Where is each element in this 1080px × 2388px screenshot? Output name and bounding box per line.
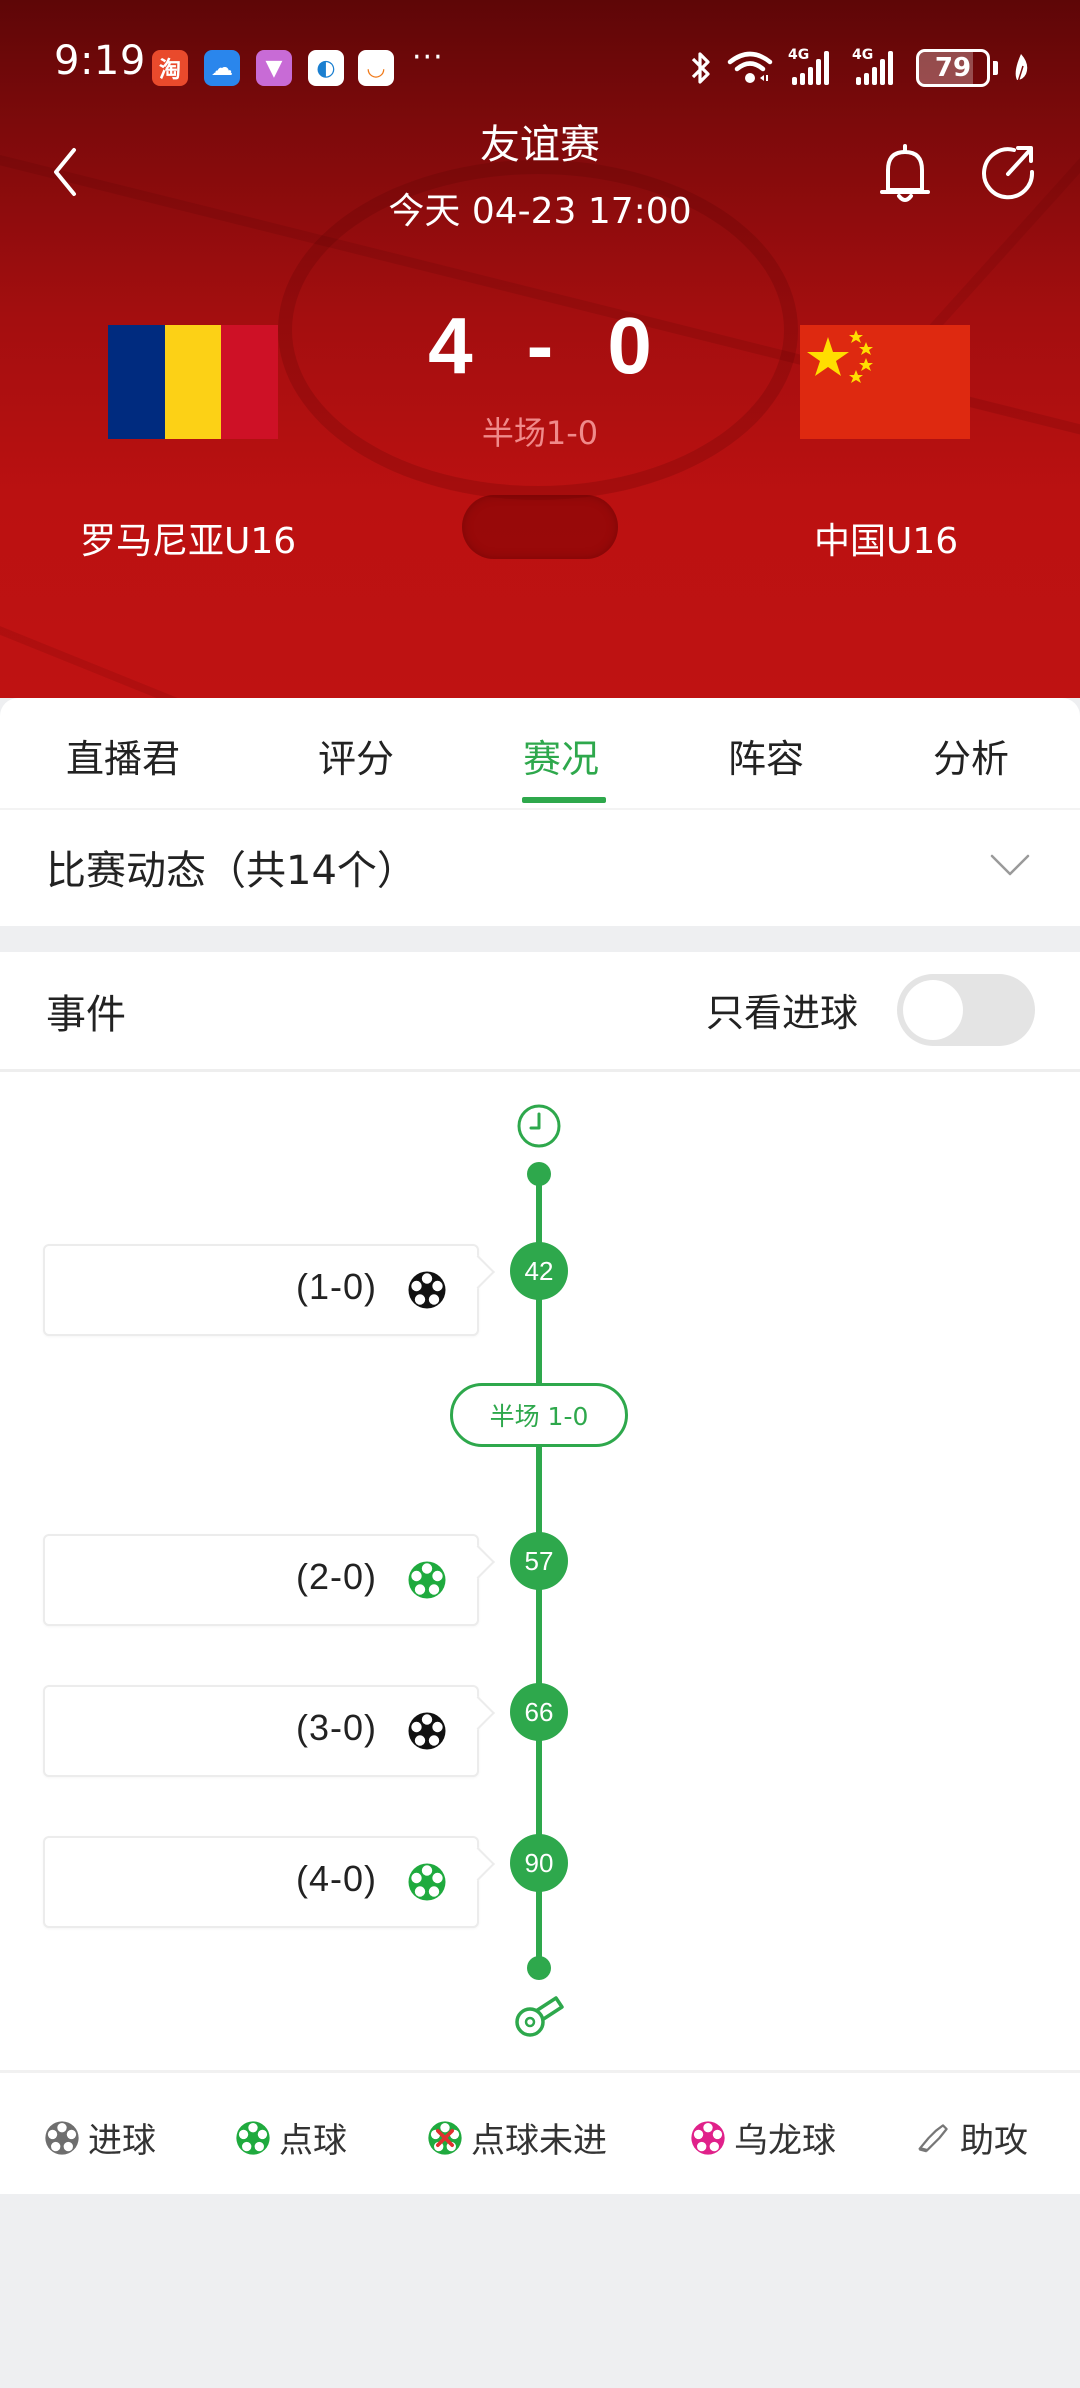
tab-live-host[interactable]: 直播君	[66, 737, 181, 781]
clock: 9:19	[54, 38, 146, 84]
penalty-ball-icon	[407, 1560, 447, 1600]
theme-notification-icon: ▼	[256, 50, 292, 86]
tab-ratings[interactable]: 评分	[318, 737, 395, 781]
away-team-flag[interactable]	[800, 325, 970, 439]
back-button[interactable]	[46, 142, 86, 202]
event-card[interactable]: (2-0)	[43, 1534, 479, 1626]
own-goal-icon	[690, 2120, 726, 2156]
decorative-stripe	[0, 610, 239, 698]
bluetooth-icon	[691, 52, 710, 84]
section-divider	[0, 926, 1080, 952]
match-tabs: 直播君 评分 赛况 阵容 分析	[0, 698, 1080, 808]
match-dynamics-title: 比赛动态（共14个）	[46, 848, 417, 894]
event-card[interactable]: (3-0)	[43, 1685, 479, 1777]
halftime-score: 半场1-0	[481, 414, 599, 452]
missed-penalty-icon	[427, 2120, 463, 2156]
competition-title: 友谊赛	[480, 122, 600, 168]
away-team-name[interactable]: 中国U16	[814, 521, 959, 562]
event-minute-badge: 90	[510, 1834, 568, 1892]
assist-shoe-icon	[918, 2123, 948, 2152]
events-title: 事件	[46, 992, 126, 1038]
away-score: 0	[607, 301, 652, 390]
battery-cap	[993, 61, 998, 75]
event-card[interactable]: (1-0)	[43, 1244, 479, 1336]
match-dynamics-section[interactable]: 比赛动态（共14个）	[0, 808, 1080, 926]
event-minute-badge: 42	[510, 1242, 568, 1300]
goal-ball-icon	[44, 2120, 80, 2156]
home-team-flag[interactable]	[108, 325, 279, 439]
tab-analysis[interactable]: 分析	[933, 737, 1010, 781]
event-minute-badge: 57	[510, 1532, 568, 1590]
legend-item-penalty: 点球	[235, 2113, 347, 2162]
china-flag-stars-icon	[807, 330, 873, 383]
active-tab-indicator	[522, 797, 606, 803]
only-goals-label: 只看进球	[706, 991, 859, 1035]
penalty-ball-icon	[235, 2120, 271, 2156]
goal-ball-icon	[407, 1711, 447, 1751]
timeline-start-dot	[527, 1162, 551, 1186]
event-minute-badge: 66	[510, 1683, 568, 1741]
event-score: (2-0)	[295, 1556, 377, 1597]
event-card[interactable]: (4-0)	[43, 1836, 479, 1928]
whistle-icon	[515, 1996, 564, 2037]
event-score: (4-0)	[295, 1858, 377, 1899]
clock-icon	[517, 1104, 561, 1148]
share-icon[interactable]	[978, 140, 1038, 204]
toggle-knob	[903, 980, 963, 1040]
score-separator: -	[526, 301, 554, 390]
goal-ball-icon	[407, 1270, 447, 1310]
didi-notification-icon: ◡	[358, 50, 394, 86]
more-notifications-icon: ···	[412, 40, 444, 75]
status-bar: 9:19 淘 ☁ ▼ ◐ ◡ ··· 4G 4G 79	[0, 30, 1080, 102]
event-legend: 进球 点球 点球未进 乌龙球 助攻	[0, 2070, 1080, 2194]
match-datetime: 今天 04-23 17:00	[388, 191, 692, 232]
match-status-pill[interactable]	[462, 495, 618, 559]
weather-notification-icon: ☁	[204, 50, 240, 86]
event-score: (1-0)	[295, 1266, 377, 1307]
tab-match-status[interactable]: 赛况	[523, 737, 600, 781]
event-score: (3-0)	[295, 1707, 377, 1748]
legend-item-own-goal: 乌龙球	[690, 2113, 836, 2162]
match-header: 9:19 淘 ☁ ▼ ◐ ◡ ··· 4G 4G 79 友谊赛 今天 04-2	[0, 0, 1080, 698]
cellular-signal-1-icon: 4G	[788, 47, 838, 85]
taobao-notification-icon: 淘	[152, 50, 188, 86]
timeline-end-dot	[527, 1956, 551, 1980]
home-team-name[interactable]: 罗马尼亚U16	[80, 521, 297, 562]
wifi-icon	[727, 51, 773, 83]
battery-indicator: 79	[916, 49, 990, 87]
cellular-signal-2-icon: 4G	[852, 47, 902, 85]
legend-item-missed-penalty: 点球未进	[427, 2113, 607, 2162]
events-timeline: (1-0) 42 半场 1-0 (2-0) 57 (3-0) 66 (4-0) …	[0, 1072, 1080, 2070]
tab-lineup[interactable]: 阵容	[728, 737, 805, 781]
penalty-ball-icon	[407, 1862, 447, 1902]
leaf-power-saving-icon	[1015, 54, 1028, 83]
only-goals-toggle[interactable]	[897, 974, 1035, 1046]
bell-icon[interactable]	[876, 140, 934, 208]
legend-item-goal: 进球	[44, 2113, 156, 2162]
events-header: 事件 只看进球	[0, 952, 1080, 1072]
halftime-marker: 半场 1-0	[450, 1383, 628, 1447]
match-score: 4-0	[0, 300, 1080, 392]
chevron-down-icon[interactable]	[988, 850, 1032, 880]
home-score: 4	[428, 301, 473, 390]
legend-item-assist: 助攻	[916, 2113, 1028, 2162]
browser-notification-icon: ◐	[308, 50, 344, 86]
